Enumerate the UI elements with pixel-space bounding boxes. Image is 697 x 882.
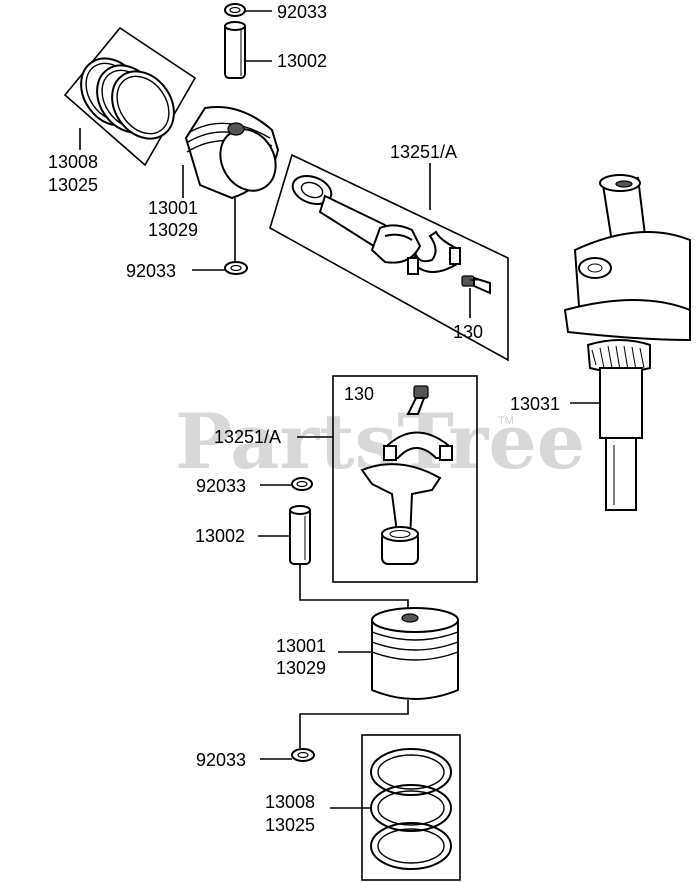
piston-ring-set-bottom[interactable] — [370, 748, 452, 870]
label-rings-bottom-a[interactable]: 13008 — [265, 792, 315, 812]
label-pin-bottom[interactable]: 13002 — [195, 526, 245, 546]
conrod-bolt-bottom[interactable] — [406, 385, 429, 415]
label-snap-ring-bottom-a[interactable]: 92033 — [196, 476, 246, 496]
piston-ring-set-top[interactable] — [63, 26, 197, 167]
label-piston-bottom-a[interactable]: 13001 — [276, 636, 326, 656]
label-piston-top-b[interactable]: 13029 — [148, 220, 198, 240]
label-snap-ring-top[interactable]: 92033 — [277, 2, 327, 22]
label-rings-top-b[interactable]: 13025 — [48, 175, 98, 195]
conrod-bolt-top[interactable] — [461, 275, 491, 295]
label-conrod-top[interactable]: 13251/A — [390, 142, 457, 162]
label-piston-top-a[interactable]: 13001 — [148, 198, 198, 218]
snap-ring-bottom-b[interactable] — [291, 748, 315, 762]
snap-ring-bottom-a[interactable] — [291, 477, 313, 491]
conrod-top-box — [269, 153, 509, 362]
leader-piston-to-snap-ring — [299, 700, 409, 748]
label-bolt-top[interactable]: 130 — [453, 322, 483, 342]
piston-bottom[interactable] — [371, 607, 459, 700]
snap-ring-top[interactable] — [224, 3, 246, 17]
crankshaft[interactable] — [563, 174, 691, 511]
conrod-bottom-box — [332, 375, 478, 583]
label-bolt-bottom[interactable]: 130 — [344, 384, 374, 404]
label-snap-ring-mid-top[interactable]: 92033 — [126, 261, 176, 281]
piston-pin-top[interactable] — [224, 21, 246, 79]
label-piston-bottom-b[interactable]: 13029 — [276, 658, 326, 678]
connecting-rod-top[interactable] — [289, 171, 422, 264]
conrod-cap-bottom[interactable] — [383, 431, 453, 461]
snap-ring-mid-top[interactable] — [224, 261, 248, 275]
label-rings-bottom-b[interactable]: 13025 — [265, 815, 315, 835]
label-crankshaft[interactable]: 13031 — [510, 394, 560, 414]
label-conrod-bottom[interactable]: 13251/A — [214, 427, 281, 447]
label-snap-ring-bottom-b[interactable]: 92033 — [196, 750, 246, 770]
label-rings-top-a[interactable]: 13008 — [48, 152, 98, 172]
conrod-cap-top[interactable] — [407, 230, 462, 275]
piston-pin-bottom[interactable] — [289, 505, 311, 565]
leader-pin-to-piston — [299, 564, 409, 612]
label-pin-top[interactable]: 13002 — [277, 51, 327, 71]
connecting-rod-bottom[interactable] — [360, 463, 442, 565]
piston-top[interactable] — [184, 106, 287, 201]
watermark-tm: TM — [498, 415, 514, 427]
